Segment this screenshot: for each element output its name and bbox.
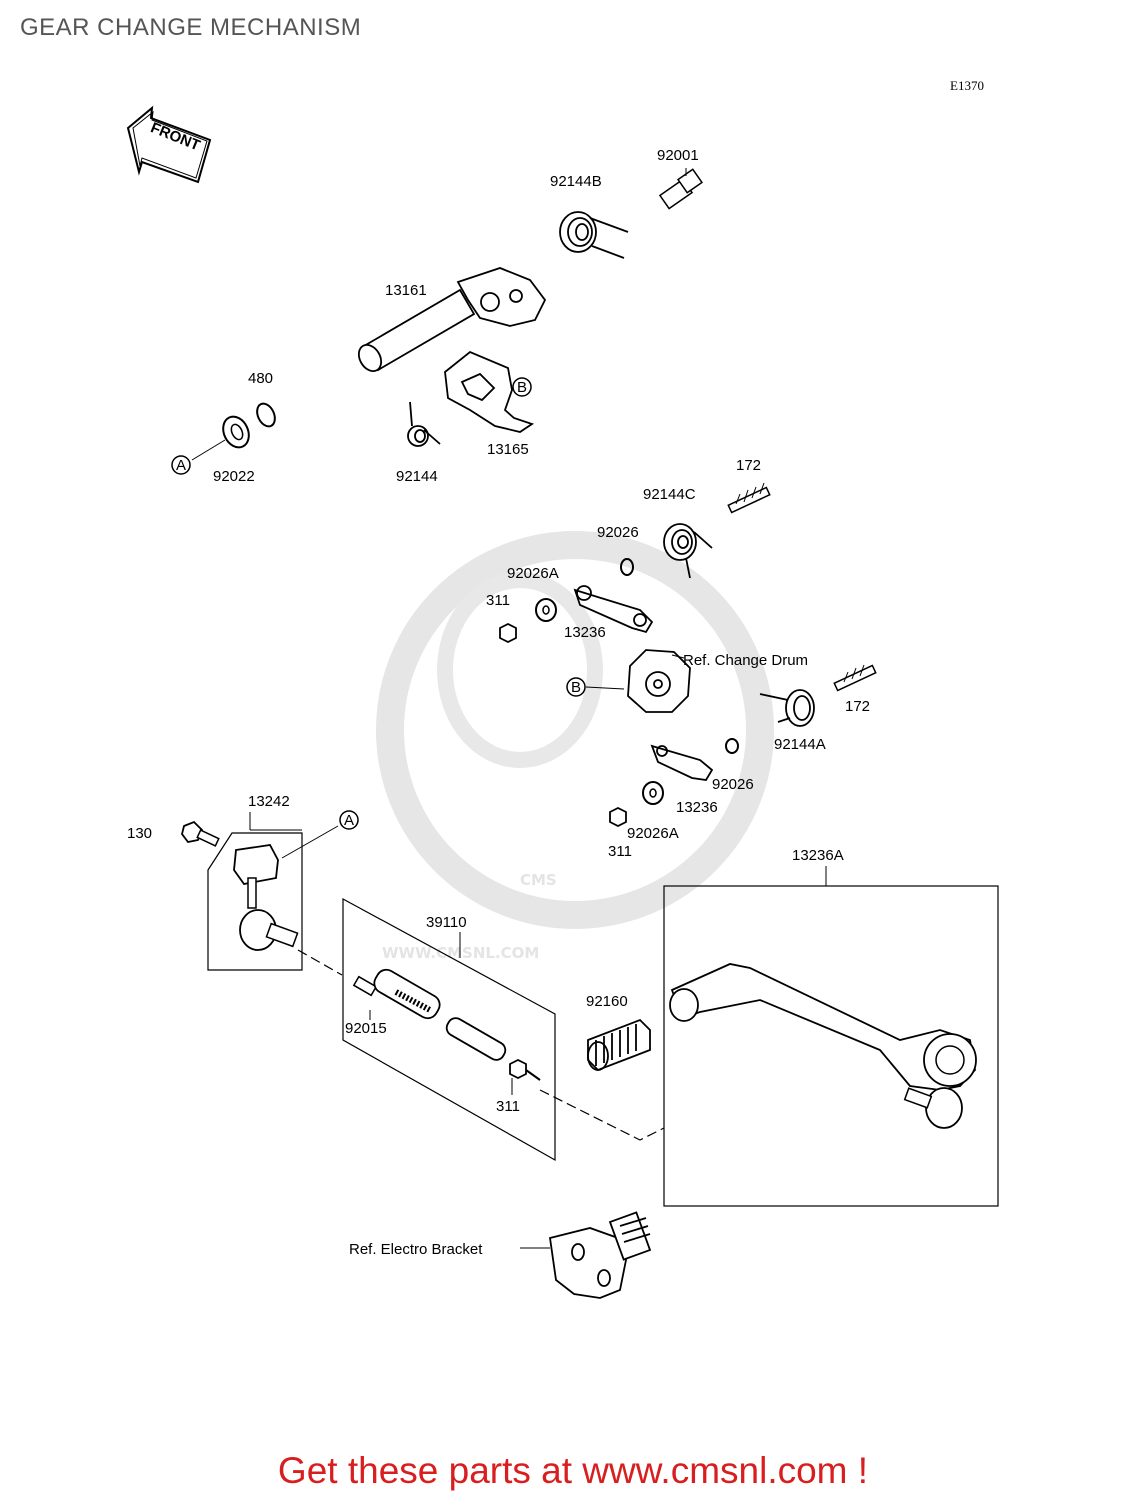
label-172-mid: 172: [845, 698, 870, 715]
label-92144: 92144: [396, 468, 438, 485]
label-ref-electro-bracket: Ref. Electro Bracket: [349, 1241, 483, 1258]
label-92144A: 92144A: [774, 736, 826, 753]
part-311-nut: [499, 622, 517, 644]
label-311-top: 311: [486, 592, 510, 609]
callout-a2-label: A: [344, 812, 354, 829]
part-92144C-spring: [663, 523, 713, 579]
label-92022: 92022: [213, 468, 255, 485]
label-13236A: 13236A: [792, 847, 844, 864]
part-92144-spring: [407, 401, 441, 447]
part-13236-arm-2: [650, 744, 714, 781]
part-172-pin-2: [833, 664, 877, 692]
connector-line-2: [539, 1089, 665, 1141]
connector-line: [297, 949, 343, 976]
part-130-bolt: [181, 820, 220, 847]
callout-b2-icon: [566, 677, 586, 697]
label-92026-top: 92026: [597, 524, 639, 541]
label-13236-top: 13236: [564, 624, 606, 641]
label-92160: 92160: [586, 993, 628, 1010]
callout-b-icon: [512, 377, 532, 397]
callout-a-label: A: [176, 457, 186, 474]
watermark: CMS WWW.CMSNL.COM: [376, 531, 774, 962]
part-92026-washer-2: [725, 738, 739, 754]
footer-promo-link[interactable]: Get these parts at www.cmsnl.com !: [277, 1450, 869, 1491]
part-39110-tie-rod: [342, 897, 556, 1162]
part-13236A-shift-pedal: [663, 866, 999, 1207]
part-13165-plate: [444, 350, 535, 433]
label-480: 480: [248, 370, 273, 387]
callout-b2-label: B: [571, 679, 581, 696]
label-311-bottom: 311: [496, 1098, 520, 1115]
label-ref-change-drum: Ref. Change Drum: [683, 652, 808, 669]
label-13242: 13242: [248, 793, 290, 810]
part-electro-bracket: [548, 1211, 652, 1299]
callout-b-label: B: [517, 379, 527, 396]
label-13236-mid: 13236: [676, 799, 718, 816]
label-13161: 13161: [385, 282, 427, 299]
part-13236-arm: [573, 585, 654, 634]
label-92026-mid: 92026: [712, 776, 754, 793]
label-39110: 39110: [426, 914, 467, 931]
label-92026A-top: 92026A: [507, 565, 559, 582]
label-13165: 13165: [487, 441, 529, 458]
part-92022-washer: [222, 415, 250, 449]
part-480-circlip: [256, 402, 276, 428]
callout-a-icon: [171, 455, 191, 475]
diagram-code: E1370: [950, 78, 984, 93]
label-311-mid: 311: [608, 843, 632, 860]
part-92160-spring: [587, 1018, 651, 1072]
part-92026-washer: [620, 558, 634, 576]
label-92026A-mid: 92026A: [627, 825, 679, 842]
label-92144C: 92144C: [643, 486, 696, 503]
part-change-drum-segment: [627, 649, 691, 713]
page-title: GEAR CHANGE MECHANISM: [20, 14, 362, 41]
part-13161-shift-shaft: [357, 267, 547, 373]
part-311-nut-2: [609, 806, 627, 828]
part-92026A-washer-2: [642, 781, 664, 805]
label-130: 130: [127, 825, 152, 842]
callout-a2-icon: [339, 810, 359, 830]
watermark-url: WWW.CMSNL.COM: [382, 944, 539, 962]
watermark-brand: CMS: [520, 871, 557, 889]
part-172-pin: [727, 482, 771, 514]
part-92026A-washer: [535, 598, 557, 622]
part-13242-assembly: [207, 812, 339, 971]
part-92144A-spring: [759, 689, 815, 727]
part-92144B-spring: [559, 211, 629, 259]
label-172-top: 172: [736, 457, 761, 474]
front-arrow-icon: FRONT: [126, 105, 212, 184]
label-92144B: 92144B: [550, 173, 602, 190]
label-92015: 92015: [345, 1020, 387, 1037]
part-92001-bolt: [658, 168, 704, 210]
label-92001: 92001: [657, 147, 699, 164]
